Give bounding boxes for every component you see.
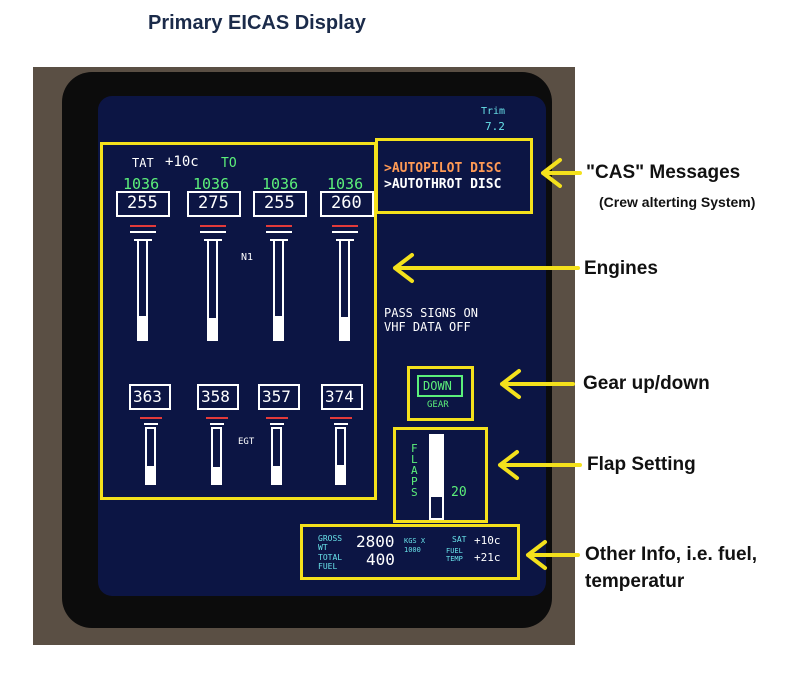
engine-4-egt-box xyxy=(321,384,363,410)
other-info-highlight-box xyxy=(300,524,520,580)
memo-vhf-data: VHF DATA OFF xyxy=(384,320,471,334)
engine-1-limit: 1036 xyxy=(123,175,160,193)
page-title: Primary EICAS Display xyxy=(148,12,366,34)
engine-2-limit: 1036 xyxy=(193,175,230,193)
fuel-temp-label: FUEL TEMP xyxy=(446,547,463,563)
other-info-arrow-icon xyxy=(526,540,580,570)
gear-indicator-box xyxy=(417,375,463,397)
egt-label: EGT xyxy=(238,437,255,447)
engine-1-egt-box xyxy=(129,384,171,410)
engine-2-egt: 358 xyxy=(201,387,230,406)
tat-label: TAT xyxy=(132,156,154,170)
callout-flaps: Flap Setting xyxy=(587,454,696,475)
flaps-fill xyxy=(430,435,443,497)
cas-message-autothrottle: >AUTOTHROT DISC xyxy=(384,177,502,192)
gear-arrow-icon xyxy=(500,369,575,399)
engine-3-egt-box xyxy=(258,384,300,410)
memo-pass-signs: PASS SIGNS ON xyxy=(384,306,478,320)
trim-label: Trim xyxy=(481,106,506,117)
callout-other-info: Other Info, i.e. fuel, xyxy=(585,544,758,565)
engine-2-n1: 275 xyxy=(198,193,229,213)
engine-4-egt: 374 xyxy=(325,387,354,406)
callout-engines: Engines xyxy=(584,258,658,279)
fuel-temp-value: +21c xyxy=(474,551,501,564)
engine-4-n1-box xyxy=(320,191,374,217)
sat-label: SAT xyxy=(452,535,467,544)
gear-label: GEAR xyxy=(427,400,449,410)
engine-1-egt: 363 xyxy=(133,387,162,406)
gross-weight-label: GROSS WT xyxy=(318,534,343,552)
weight-unit-label: KGS X 1000 xyxy=(404,537,426,554)
callout-other-info-2: temperatur xyxy=(585,571,685,592)
gear-state: DOWN xyxy=(423,379,452,393)
cas-highlight-box xyxy=(375,138,533,214)
engine-1-n1: 255 xyxy=(127,193,158,213)
total-fuel-value: 400 xyxy=(366,550,395,569)
engines-arrow-icon xyxy=(393,253,580,283)
engine-3-egt: 357 xyxy=(262,387,291,406)
engine-1-n1-box xyxy=(116,191,170,217)
flaps-arrow-icon xyxy=(498,450,582,480)
engine-3-n1: 255 xyxy=(264,193,295,213)
callout-gear: Gear up/down xyxy=(583,373,710,394)
total-fuel-label: TOTAL FUEL xyxy=(318,553,343,571)
thrust-mode: TO xyxy=(221,156,237,171)
engine-4-limit: 1036 xyxy=(327,175,364,193)
engine-3-limit: 1036 xyxy=(262,175,299,193)
sat-value: +10c xyxy=(474,534,501,547)
flaps-value: 20 xyxy=(451,485,467,500)
gross-weight-value: 2800 xyxy=(356,532,395,551)
flaps-label: FLAPS xyxy=(411,442,418,499)
engine-4-n1: 260 xyxy=(331,193,362,213)
trim-value: 7.2 xyxy=(485,120,505,133)
cas-message-autopilot: >AUTOPILOT DISC xyxy=(384,161,502,176)
callout-cas: "CAS" Messages xyxy=(586,162,741,183)
engine-2-n1-box xyxy=(187,191,241,217)
cas-arrow-icon xyxy=(541,158,582,188)
tat-value: +10c xyxy=(165,154,199,170)
engines-highlight-box xyxy=(100,142,377,500)
flaps-highlight-box xyxy=(393,427,488,523)
eicas-screen xyxy=(98,96,546,596)
gear-highlight-box xyxy=(407,366,474,421)
engine-2-egt-box xyxy=(197,384,239,410)
callout-cas-sub: (Crew alterting System) xyxy=(599,194,756,210)
engine-3-n1-box xyxy=(253,191,307,217)
n1-label: N1 xyxy=(241,252,254,263)
